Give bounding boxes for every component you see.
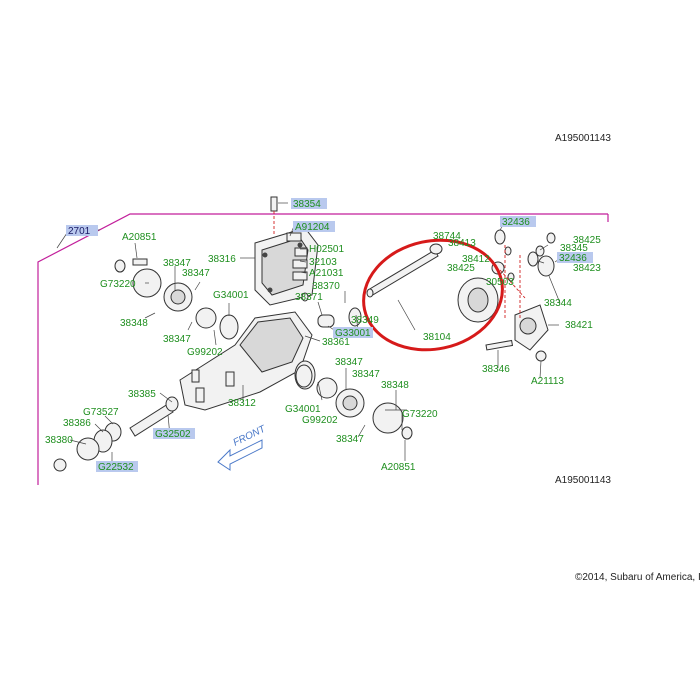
label-32436-right: 32436 [559,253,587,264]
highlight-box-g33001 [333,327,373,338]
label-38370: 38370 [312,281,340,292]
pinion-parts [53,292,362,472]
label-38345: 38345 [560,243,588,254]
label-32103: 32103 [309,257,337,268]
label-g73527: G73527 [83,407,119,418]
label-a20851-bottom: A20851 [381,462,416,473]
copyright-text: ©2014, Subaru of America, Inc. [575,572,700,583]
label-38361: 38361 [322,337,350,348]
highlight-circle [362,238,504,352]
label-g73220-left: G73220 [100,279,136,290]
label-38347-c: 38347 [163,334,191,345]
label-30503: 30503 [486,277,514,288]
label-38423: 38423 [573,263,601,274]
highlight-box-g22532 [96,461,138,472]
cover-bolts [270,196,308,281]
label-38354: 38354 [293,199,321,210]
label-38421: 38421 [565,320,593,331]
differential-case [179,311,316,411]
part-labels: 2701 38354 A91204 H02501 32103 A21031 38… [45,198,601,473]
diagram-id-top: A195001143 [555,133,611,144]
highlight-box-38354 [291,198,327,209]
label-38347-a: 38347 [163,258,191,269]
label-32436-top: 32436 [502,217,530,228]
highlight-box-2701 [66,225,98,236]
label-38344: 38344 [544,298,572,309]
drive-pinion-shaft [366,243,443,298]
right-side-retainer [295,364,413,440]
label-38347-f: 38347 [336,434,364,445]
label-a20851-top: A20851 [122,232,157,243]
diagram-id-bottom: A195001143 [555,475,611,486]
label-38425-c: 38425 [447,263,475,274]
label-g73220-right: G73220 [402,409,438,420]
differential-carrier [485,304,549,362]
assembly-frame [37,213,608,485]
label-38348-left: 38348 [120,318,148,329]
ring-gear [457,277,499,323]
front-arrow: FRONT [217,423,268,471]
highlight-box-g32502 [153,428,195,439]
left-side-retainer [114,258,239,340]
label-g99202-bottom: G99202 [302,415,338,426]
label-38312: 38312 [228,398,256,409]
highlight-box-32436-right [557,252,593,263]
label-g22532: G22532 [98,462,134,473]
label-a21113: A21113 [531,376,564,387]
label-38349: 38349 [351,315,379,326]
highlight-box-a91204 [293,221,335,232]
label-38380: 38380 [45,435,73,446]
label-g99202-left: G99202 [187,347,223,358]
label-a21031: A21031 [309,268,344,279]
label-38347-b: 38347 [182,268,210,279]
front-label: FRONT [231,423,268,448]
label-38386: 38386 [63,418,91,429]
label-38347-e: 38347 [352,369,380,380]
label-38385: 38385 [128,389,156,400]
label-g34001-bottom: G34001 [285,404,321,415]
label-38425-a: 38425 [573,235,601,246]
label-38346: 38346 [482,364,510,375]
label-g33001: G33001 [335,328,371,339]
label-38412: 38412 [462,254,490,265]
label-38744: 38744 [433,231,461,242]
highlight-box-32436-top [500,216,536,227]
label-h02501: H02501 [309,244,344,255]
label-a91204: A91204 [295,222,330,233]
label-g34001-top: G34001 [213,290,249,301]
label-38413: 38413 [448,238,476,249]
label-38348-right: 38348 [381,380,409,391]
label-g32502: G32502 [155,429,191,440]
label-38104: 38104 [423,332,451,343]
label-38347-d: 38347 [335,357,363,368]
label-2701: 2701 [68,226,91,237]
label-38316: 38316 [208,254,236,265]
label-38371: 38371 [295,292,323,303]
